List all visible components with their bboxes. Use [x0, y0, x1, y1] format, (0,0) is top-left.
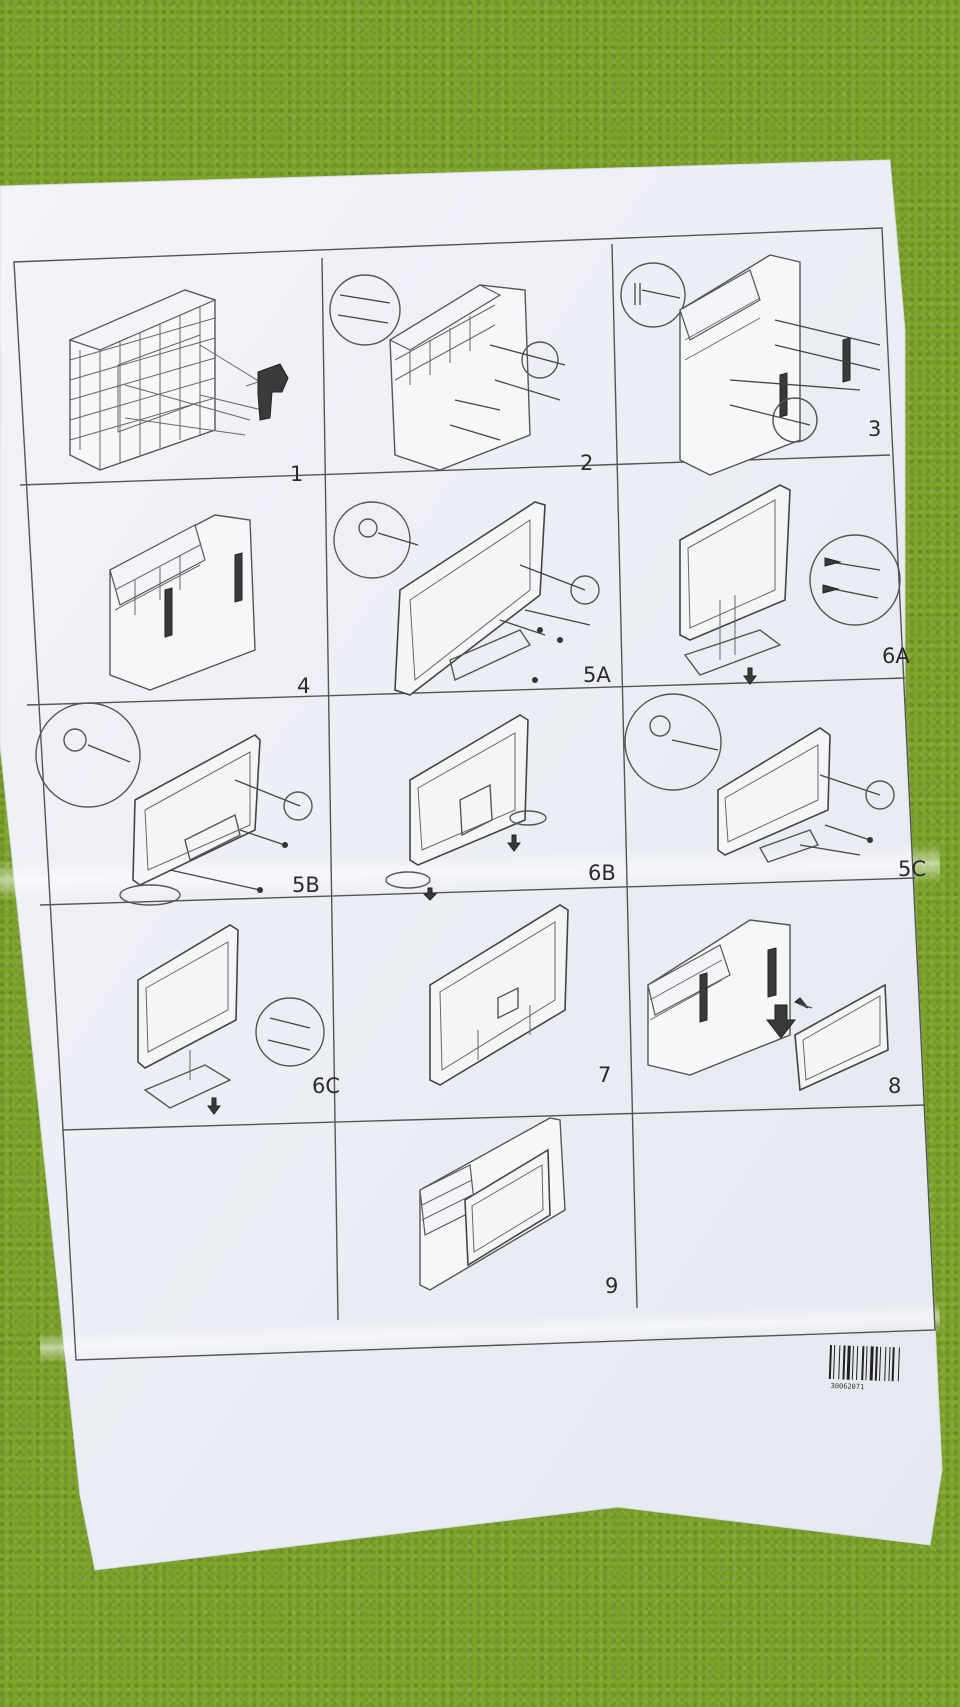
down-arrow-icon	[765, 1004, 797, 1039]
panel-step-1: 1	[68, 289, 303, 486]
step-number: 7	[598, 1063, 611, 1087]
panel-step-7: 7	[429, 904, 611, 1087]
panel-step-6b: 6B	[385, 714, 616, 901]
barcode-bar	[828, 1345, 832, 1380]
barcode-bar	[865, 1346, 868, 1381]
drill-icon	[245, 363, 289, 421]
barcode-bar	[861, 1346, 865, 1381]
step-number: 6A	[882, 644, 910, 668]
step-number: 5B	[292, 873, 320, 897]
barcode-bar	[851, 1345, 854, 1380]
barcode-bar	[897, 1347, 900, 1382]
panel-step-5a: 5A	[333, 501, 611, 696]
panel-step-5c: 5C	[624, 693, 926, 881]
step-number: 9	[605, 1274, 618, 1298]
left-arrow-icon	[794, 997, 813, 1009]
step-number: 2	[580, 451, 593, 475]
panel-step-8: 8	[647, 919, 901, 1098]
barcode-bar	[874, 1346, 878, 1381]
barcode-bar	[855, 1345, 859, 1380]
down-arrow-icon	[743, 667, 757, 685]
barcode-bar	[888, 1347, 891, 1382]
step-number: 8	[888, 1074, 901, 1098]
panel-step-3: 3	[620, 254, 881, 476]
step-number: 6C	[312, 1074, 340, 1098]
step-number: 6B	[588, 861, 616, 885]
step-number: 5C	[898, 857, 926, 881]
step-number: 5A	[583, 663, 611, 687]
panel-grid	[13, 227, 936, 1361]
barcode-bar	[838, 1345, 841, 1380]
instruction-sheet	[0, 159, 943, 1571]
barcode-bar	[869, 1346, 874, 1381]
barcode: 30062071	[828, 1345, 900, 1391]
panel-step-2: 2	[329, 274, 593, 475]
step-number: 3	[868, 417, 881, 441]
barcode-number: 30062071	[830, 1382, 864, 1391]
barcode-bar	[878, 1346, 882, 1381]
barcode-bar	[842, 1345, 846, 1380]
panel-step-5b: 5B	[35, 702, 320, 906]
barcode-bar	[846, 1345, 851, 1380]
panel-step-6c: 6C	[137, 924, 340, 1115]
panel-step-9: 9	[419, 1117, 618, 1298]
panel-step-4: 4	[109, 514, 310, 698]
barcode-bar	[891, 1347, 895, 1382]
panel-step-6a: 6A	[679, 484, 910, 685]
step-number: 4	[297, 674, 310, 698]
barcode-bar	[833, 1345, 836, 1380]
barcode-bar	[884, 1346, 887, 1381]
step-number: 1	[290, 462, 303, 486]
